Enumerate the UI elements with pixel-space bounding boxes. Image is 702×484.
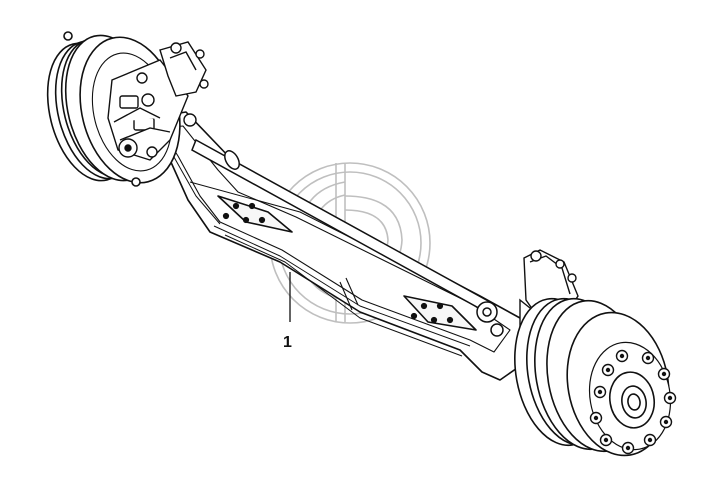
part-callout-number: 1 [283,334,292,351]
tie-rod [191,138,504,337]
left-steering-knuckle [107,41,209,161]
